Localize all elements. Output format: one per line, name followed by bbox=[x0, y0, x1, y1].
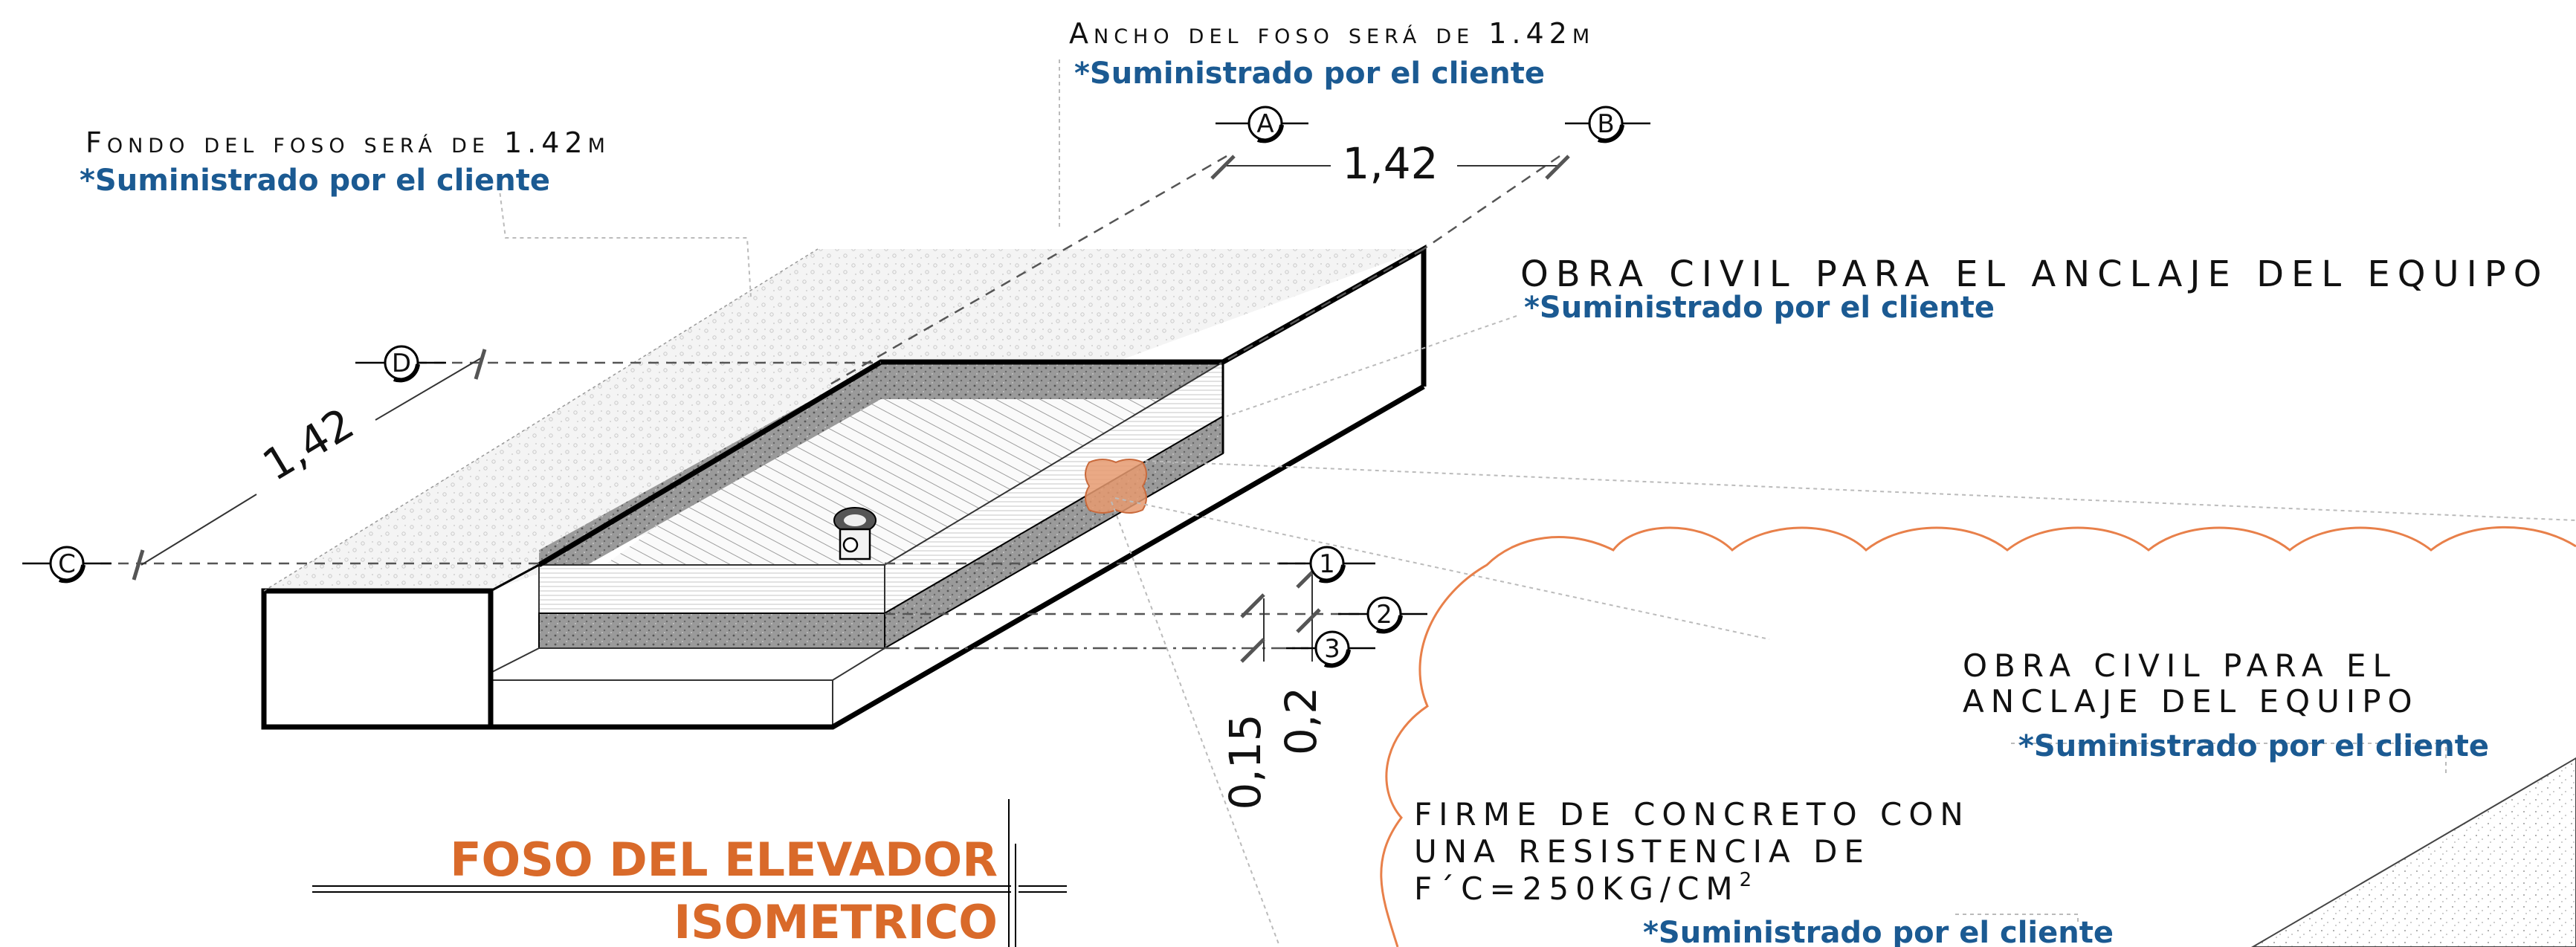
level-bubble-label: 3 bbox=[1324, 634, 1340, 664]
leader-lines bbox=[100, 59, 2576, 947]
annotation-obra-civil-top: OBRA CIVIL PARA EL ANCLAJE DEL EQUIPO *S… bbox=[1520, 253, 2549, 325]
title-block: FOSO DEL ELEVADOR ISOMETRICO bbox=[312, 799, 1067, 947]
grid-bubble-label: D bbox=[392, 349, 411, 378]
grid-bubble-label: B bbox=[1597, 109, 1614, 139]
dimension-fondo: 1,42 bbox=[254, 398, 363, 491]
annotation-fondo: Fondo del foso será de 1.42m *Suministra… bbox=[80, 126, 610, 198]
level-bubble-label: 1 bbox=[1319, 549, 1335, 579]
drawing-subtitle: ISOMETRICO bbox=[674, 895, 998, 947]
annotation-fondo-title: Fondo del foso será de 1.42m bbox=[85, 126, 610, 159]
annotation-obra-civil-right: OBRA CIVIL PARA EL ANCLAJE DEL EQUIPO *S… bbox=[1963, 647, 2489, 763]
grid-bubble-label: C bbox=[58, 549, 76, 579]
dimension-depth-b: 0,2 bbox=[1276, 687, 1326, 755]
grid-bubble-c: C bbox=[22, 546, 112, 584]
grid-bubble-a: A bbox=[1216, 106, 1308, 143]
annotation-ancho: Ancho del foso será de 1.42m *Suministra… bbox=[1069, 17, 1595, 91]
level-bubble-3: 3 bbox=[1286, 630, 1375, 668]
annotation-firme-line3: F´C=250KG/CM2 bbox=[1414, 869, 1758, 907]
annotation-obra-civil-right-note: *Suministrado por el cliente bbox=[2018, 729, 2489, 763]
isometric-pit bbox=[261, 245, 1427, 730]
annotation-firme: FIRME DE CONCRETO CON UNA RESISTENCIA DE… bbox=[1414, 796, 2114, 947]
dimension-depth-a: 0,15 bbox=[1220, 714, 1271, 809]
drawing-title: FOSO DEL ELEVADOR bbox=[450, 833, 998, 887]
annotation-firme-line2: UNA RESISTENCIA DE bbox=[1414, 833, 1870, 870]
annotation-fondo-note: *Suministrado por el cliente bbox=[80, 164, 550, 198]
anchor-highlight-icon bbox=[1085, 459, 1147, 514]
annotation-obra-civil-line2: ANCLAJE DEL EQUIPO bbox=[1963, 683, 2419, 720]
grid-bubble-d: D bbox=[355, 345, 446, 383]
annotation-firme-note: *Suministrado por el cliente bbox=[1643, 916, 2114, 947]
grid-bubbles: A B C D 1 2 bbox=[22, 106, 1650, 668]
grid-bubble-label: A bbox=[1256, 109, 1274, 139]
annotation-obra-civil-title: OBRA CIVIL PARA EL ANCLAJE DEL EQUIPO bbox=[1520, 253, 2549, 295]
level-bubble-label: 2 bbox=[1376, 600, 1392, 630]
annotation-obra-civil-note: *Suministrado por el cliente bbox=[1524, 291, 1995, 325]
dimension-ancho: 1,42 bbox=[1342, 138, 1438, 189]
level-bubble-2: 2 bbox=[1338, 596, 1427, 634]
pit-ladder-icon bbox=[833, 507, 877, 560]
annotation-ancho-note: *Suministrado por el cliente bbox=[1074, 56, 1545, 91]
grid-bubble-b: B bbox=[1565, 106, 1650, 143]
annotation-obra-civil-line1: OBRA CIVIL PARA EL bbox=[1963, 647, 2397, 684]
annotation-firme-line1: FIRME DE CONCRETO CON bbox=[1414, 796, 1970, 833]
annotation-ancho-title: Ancho del foso será de 1.42m bbox=[1069, 17, 1595, 50]
revision-cloud-icon bbox=[1380, 526, 2576, 947]
level-bubble-1: 1 bbox=[1279, 546, 1375, 584]
